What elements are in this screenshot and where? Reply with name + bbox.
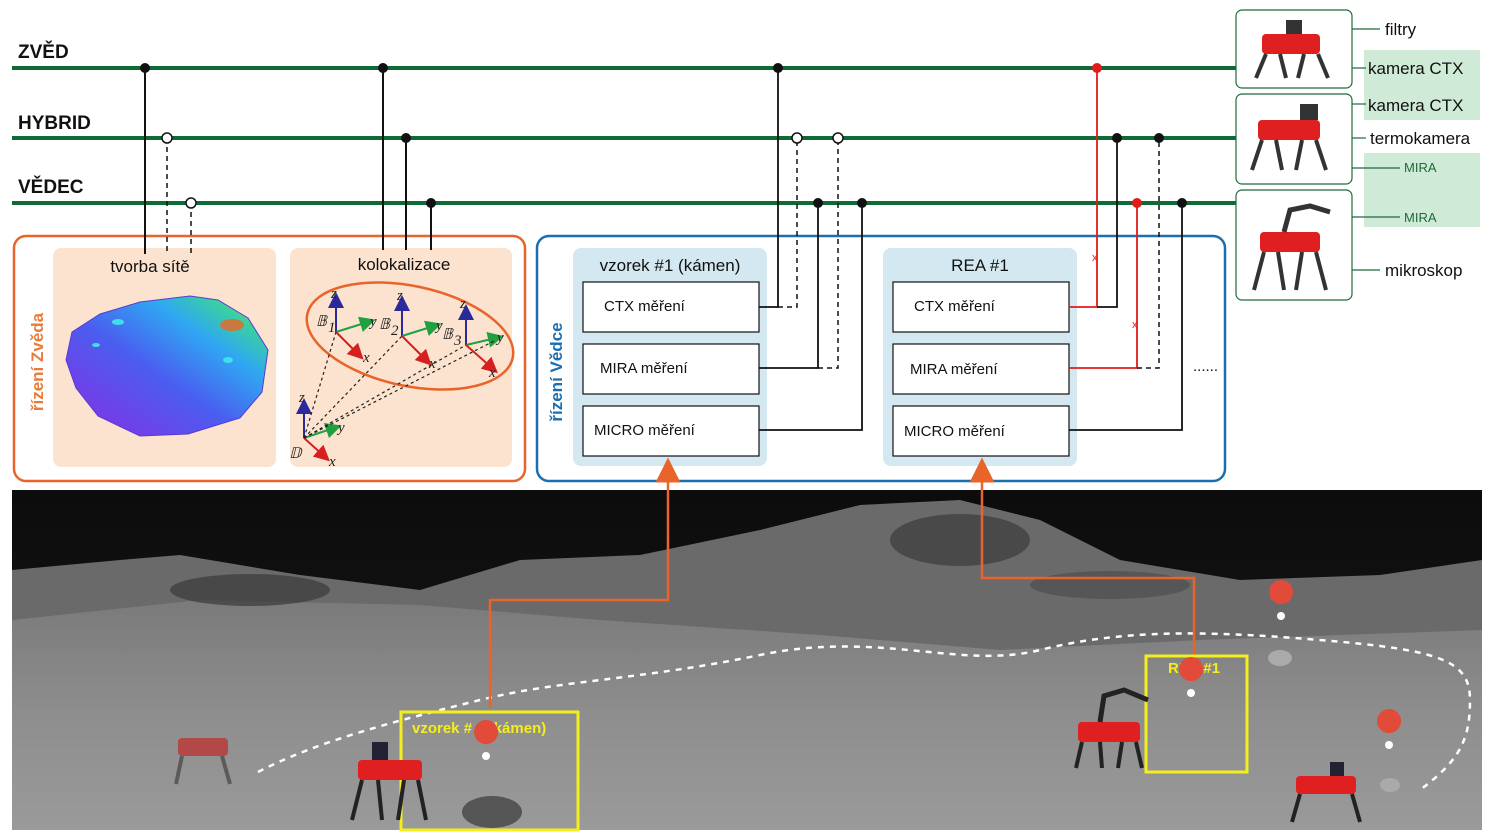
- rea-micro-box: [892, 405, 1070, 457]
- coloc-title: kolokalizace: [358, 255, 451, 274]
- svg-text:x: x: [1092, 252, 1098, 264]
- ctx-highlight-1: [1364, 50, 1480, 88]
- label-mira-2: MIRA: [1404, 210, 1437, 225]
- label-mikroskop: mikroskop: [1385, 261, 1462, 280]
- robot-in-scene: [350, 742, 428, 821]
- crater: [890, 514, 1030, 566]
- robot-zved-drawing: [1254, 20, 1330, 79]
- coloc-box: [290, 248, 512, 467]
- sample-micro-box: [582, 405, 760, 457]
- rea-micro-label: MICRO měření: [904, 423, 1006, 440]
- rover-path: [257, 632, 1472, 791]
- svg-text:z: z: [330, 286, 337, 302]
- ctx-highlight-2: [1364, 88, 1480, 120]
- sample-ctx-label: CTX měření: [604, 298, 686, 315]
- frame-b1: z y x 𝔹 1: [316, 286, 377, 366]
- bus-zved-label: ZVĚD: [18, 41, 69, 63]
- svg-text:2: 2: [391, 323, 399, 339]
- sample-mira-label: MIRA měření: [600, 360, 688, 377]
- robot-in-scene: [1074, 687, 1149, 769]
- rea-ctx-box: [892, 281, 1070, 333]
- svg-text:x: x: [1132, 319, 1138, 331]
- rea-mira-label: MIRA měření: [910, 361, 998, 378]
- mesh-spot: [112, 319, 124, 325]
- sample-mira-box: [582, 343, 760, 395]
- bus-hybrid-label: HYBRID: [18, 113, 91, 134]
- rock: [1380, 778, 1400, 792]
- sample-ctx-box: [582, 281, 760, 333]
- svg-text:z: z: [298, 390, 305, 406]
- right-panel: řízení Vědce vzorek #1 (kámen) CTX měřen…: [535, 234, 1227, 483]
- label-kamera-ctx-2: kamera CTX: [1368, 96, 1463, 115]
- right-panel-title: řízení Vědce: [547, 322, 566, 421]
- svg-text:y: y: [434, 318, 443, 334]
- mesh-title: tvorba sítě: [110, 257, 189, 276]
- label-kamera-ctx-1: kamera CTX: [1368, 59, 1463, 78]
- svg-text:y: y: [495, 330, 504, 346]
- rea-box: [1144, 654, 1249, 774]
- rea-mira-box: [892, 343, 1070, 395]
- mesh-spot: [92, 343, 100, 347]
- crater: [1030, 571, 1190, 599]
- bus-vedec-label: VĚDEC: [18, 176, 84, 198]
- frame-links: [303, 331, 497, 439]
- pin-icon: [1269, 580, 1294, 632]
- arrow-rea: [969, 457, 1196, 656]
- robot-hybrid-drawing: [1250, 104, 1328, 171]
- frame-b3: z y x 𝔹 3: [442, 296, 504, 381]
- svg-text:x: x: [328, 454, 336, 470]
- terrain-mesh: [65, 295, 269, 437]
- left-connectors: [140, 63, 436, 254]
- svg-text:1: 1: [328, 320, 336, 336]
- more-ellipsis: ......: [1193, 358, 1218, 375]
- sample-micro-label: MICRO měření: [594, 422, 696, 439]
- pin-icon: [1179, 657, 1204, 709]
- moon-scene: vzorek # 1 (kámen) REA #1: [12, 457, 1482, 832]
- svg-text:x: x: [488, 365, 496, 381]
- label-mira-1: MIRA: [1404, 160, 1437, 175]
- svg-text:y: y: [336, 420, 345, 436]
- svg-text:𝔻: 𝔻: [289, 446, 303, 462]
- rock: [1268, 650, 1292, 666]
- mesh-peak: [220, 319, 244, 331]
- mesh-spot: [223, 357, 233, 363]
- left-panel: řízení Zvěda tvorba sítě kolokalizace z …: [12, 234, 527, 483]
- frame-d: z y x 𝔻: [289, 390, 345, 470]
- rea-title: REA #1: [951, 256, 1009, 275]
- mira-highlight: [1364, 153, 1480, 227]
- crater: [170, 574, 330, 606]
- sample-connectors: [759, 63, 867, 431]
- label-filtry: filtry: [1385, 20, 1417, 39]
- rock: [462, 796, 522, 828]
- left-panel-title: řízení Zvěda: [28, 312, 47, 411]
- bus-lines: ZVĚD HYBRID VĚDEC: [12, 41, 1236, 205]
- svg-text:y: y: [368, 314, 377, 330]
- svg-text:𝔹: 𝔹: [442, 327, 454, 343]
- frame-b2: z y x 𝔹 2: [379, 288, 443, 372]
- svg-text:x: x: [362, 350, 370, 366]
- pin-icon: [1377, 709, 1402, 761]
- sample-title: vzorek #1 (kámen): [600, 256, 741, 275]
- svg-text:z: z: [459, 296, 466, 312]
- label-termokamera: termokamera: [1370, 129, 1471, 148]
- robot-vedec-drawing: [1252, 203, 1331, 291]
- robot-in-scene: [1290, 762, 1362, 823]
- rea-ctx-label: CTX měření: [914, 298, 996, 315]
- coloc-ellipse: [305, 281, 515, 391]
- pin-icon: [474, 720, 499, 772]
- svg-text:𝔹: 𝔹: [379, 317, 391, 333]
- robot-in-scene: [174, 738, 232, 785]
- arrow-sample: [488, 457, 681, 708]
- svg-text:z: z: [396, 288, 403, 304]
- svg-text:3: 3: [453, 333, 462, 349]
- svg-text:x: x: [428, 356, 436, 372]
- rea-connectors: x x: [1069, 63, 1187, 431]
- svg-text:𝔹: 𝔹: [316, 314, 328, 330]
- robot-column: filtry kamera CTX kamera CTX termokamera…: [1235, 9, 1480, 301]
